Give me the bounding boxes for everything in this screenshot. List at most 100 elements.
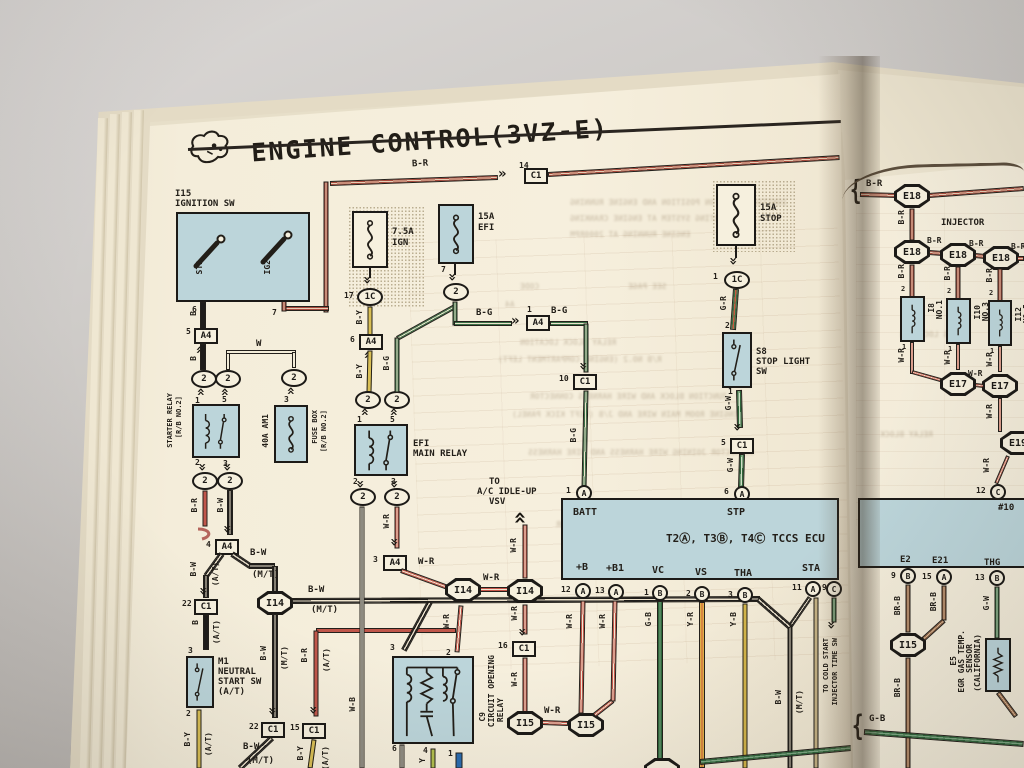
wire-label: [R/B NO.2] xyxy=(320,410,328,453)
wire-label: ST1 xyxy=(195,260,204,275)
wire-segment xyxy=(316,627,456,633)
oval-connector: 2 xyxy=(215,370,241,388)
brace-mark: { xyxy=(852,709,864,743)
wire-label: B-W xyxy=(250,548,267,558)
wire-label: FUSE BOX xyxy=(311,410,319,444)
wire-label: B-R xyxy=(190,498,199,513)
wire-segment xyxy=(787,595,813,628)
wire-segment xyxy=(541,719,569,726)
wire-segment xyxy=(329,174,499,186)
wire-label: 7 xyxy=(272,308,277,317)
wire-label: #10 xyxy=(998,503,1015,513)
wire-segment xyxy=(284,305,329,311)
ignition-sw-box xyxy=(176,212,310,302)
wire-label: W-R xyxy=(985,352,994,367)
wire-segment xyxy=(941,585,947,620)
wire-segment xyxy=(366,349,373,393)
wire-label: STOP xyxy=(760,214,782,224)
wire-label: (A/T) xyxy=(212,620,221,645)
curl-icon xyxy=(195,526,215,541)
connector-label: E17 xyxy=(948,378,968,390)
connector-label: I14 xyxy=(453,584,473,596)
wire-segment xyxy=(454,320,512,326)
oval-connector: 2 xyxy=(217,472,243,490)
wire-label: 40A AM1 xyxy=(261,414,270,448)
page-fore-edge xyxy=(79,118,108,768)
wire-label: G-W xyxy=(982,596,991,611)
wire-label: 5 xyxy=(721,438,726,447)
wire-segment xyxy=(909,208,915,240)
pin-circle: A xyxy=(805,581,821,597)
wire-segment xyxy=(742,603,748,768)
fuse-icon xyxy=(356,215,384,264)
pin-circle: B xyxy=(737,587,753,603)
wire-segment xyxy=(522,657,528,712)
wire-label: BR-B xyxy=(929,592,938,612)
wire-label: Y-B xyxy=(729,612,738,627)
wire-segment xyxy=(547,154,841,177)
wire-segment xyxy=(699,745,851,765)
wire-label: B-Y xyxy=(183,732,192,747)
wire-label: 15A xyxy=(478,212,495,222)
wire-label: 1 xyxy=(902,343,907,351)
starter-relay-box xyxy=(192,404,240,458)
wire-label: B-W xyxy=(243,742,260,752)
wire-segment xyxy=(359,506,365,768)
switchv-icon xyxy=(726,336,748,384)
wire-label: BATT xyxy=(573,507,598,518)
wire-label: B xyxy=(189,356,198,361)
wire-label: 10 xyxy=(559,374,569,383)
oval-connector: 1C xyxy=(357,288,383,306)
wire-label: W-R xyxy=(943,350,952,365)
wire-label: 7.5A xyxy=(392,227,414,237)
wire-label: Y xyxy=(418,758,427,763)
wire-segment xyxy=(367,306,373,336)
wire-segment xyxy=(974,383,985,388)
wire-segment xyxy=(911,370,945,383)
wire-label: 15 xyxy=(922,572,932,581)
wire-label: 1 xyxy=(990,347,995,355)
relay-icon xyxy=(358,428,404,472)
wire-label: E21 xyxy=(932,556,949,566)
oval-connector: 2 xyxy=(384,488,410,506)
page-fore-edge xyxy=(103,112,132,768)
wire-label: (A/T) xyxy=(321,746,330,768)
wire-label: 7 xyxy=(441,265,446,274)
pin-circle: A xyxy=(576,485,592,501)
wire-segment xyxy=(200,302,206,330)
wire-label: B-W xyxy=(774,690,783,705)
wire-segment xyxy=(578,599,586,714)
arrow-icon: » xyxy=(823,621,840,630)
wire-label: G-R xyxy=(719,296,728,311)
arrow-icon: » xyxy=(507,511,533,525)
wire-label: VS xyxy=(695,567,708,578)
wire-label: 2 xyxy=(686,589,691,598)
connector-label: I15 xyxy=(515,717,535,729)
wire-label: 13 xyxy=(595,586,605,595)
wire-label: +B xyxy=(576,562,589,573)
wire-label: MAIN RELAY xyxy=(413,449,468,459)
arrow-icon: » xyxy=(444,273,461,282)
octagon-connector: E18 xyxy=(894,184,930,208)
wire-label: B-R xyxy=(969,239,984,248)
wire-label: INJECTOR TIME SW xyxy=(831,638,839,706)
pin-circle: B xyxy=(652,585,668,601)
wire-label: W-R xyxy=(483,573,500,583)
wire-label: BR-B xyxy=(893,678,902,698)
wire-label: IGN xyxy=(392,238,409,248)
octagon-connector: I14 xyxy=(445,578,481,602)
wire-segment xyxy=(998,346,1002,372)
connector-label: E17 xyxy=(990,380,1010,392)
connector-label: I15 xyxy=(576,719,596,731)
octagon-connector: E19 xyxy=(1000,431,1024,455)
brace-mark: { xyxy=(850,173,862,207)
square-connector: C1 xyxy=(524,168,548,184)
arrow-icon: » xyxy=(498,166,507,183)
wire-segment xyxy=(610,599,618,702)
connector-label: I14 xyxy=(265,597,285,609)
wire-label: 2 xyxy=(353,477,358,486)
wire-label: 1 xyxy=(713,272,718,281)
wire-label: STP xyxy=(727,507,746,518)
arrow-icon: » xyxy=(264,707,281,716)
wire-segment xyxy=(313,630,319,716)
